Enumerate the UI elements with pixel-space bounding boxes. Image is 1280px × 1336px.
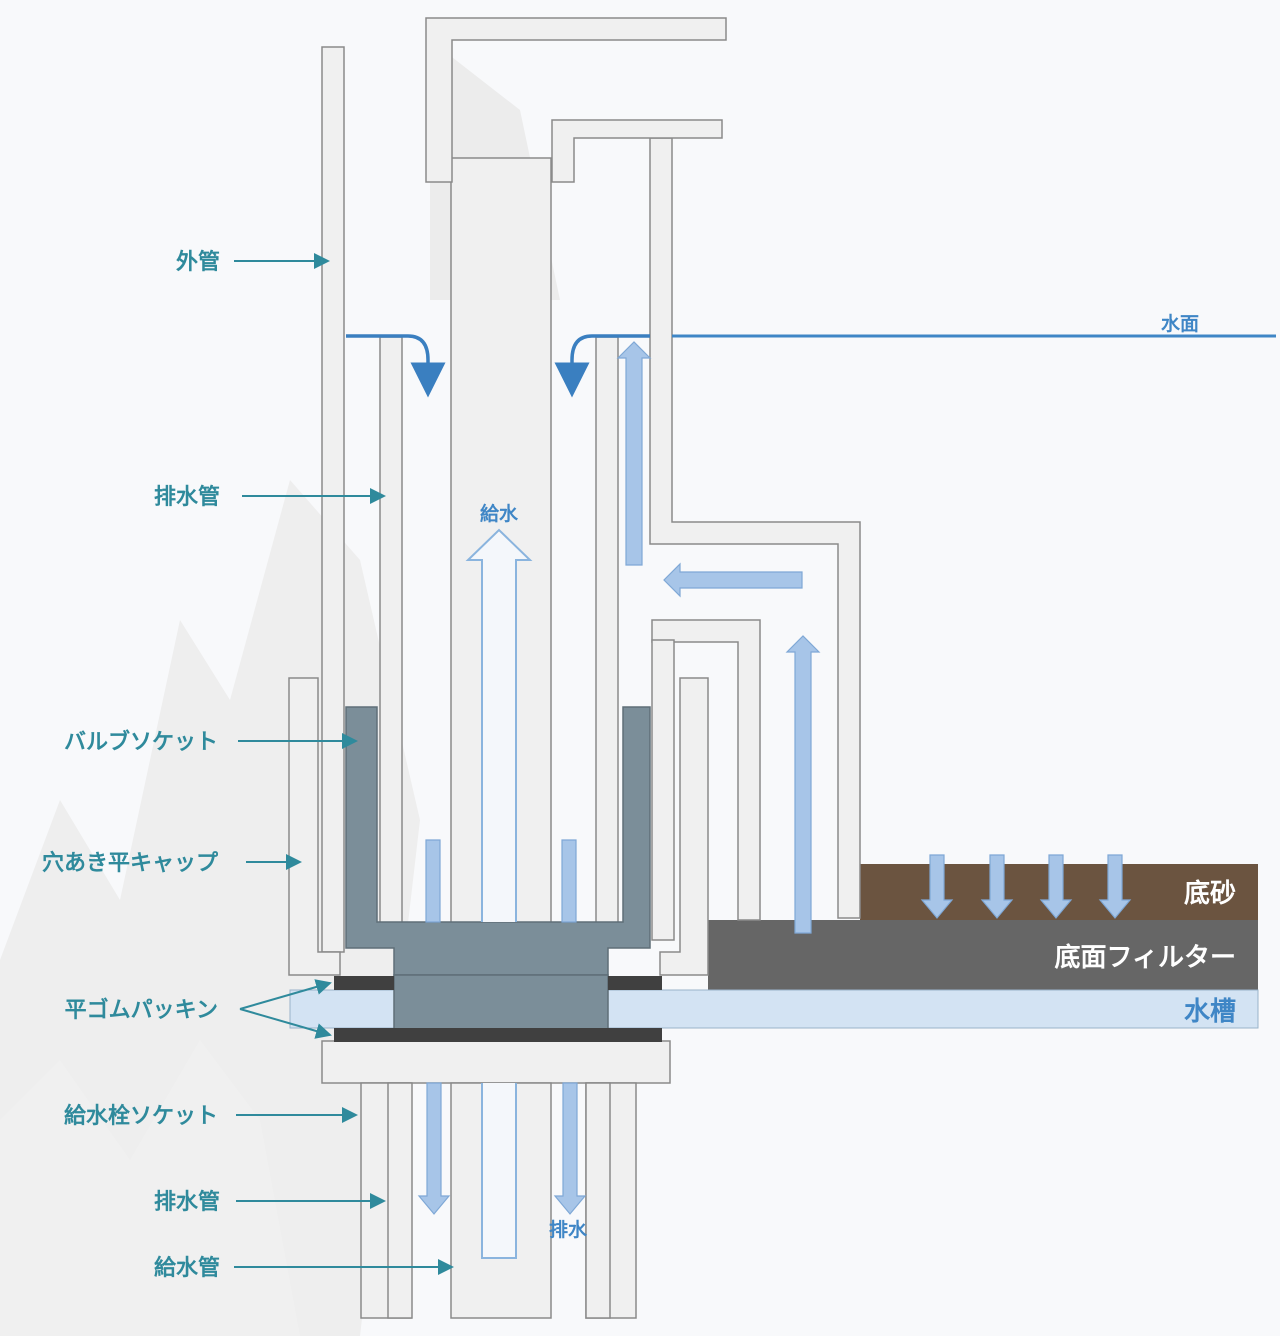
overflow-arrow-right xyxy=(554,334,650,398)
label-supply: 給水 xyxy=(480,502,519,525)
label-bottom-filter: 底面フィルター xyxy=(1055,942,1236,973)
rubber-packing xyxy=(334,976,662,1042)
lower-drain-pipe-left xyxy=(387,1082,413,1319)
label-drain: 排水 xyxy=(549,1218,588,1241)
supply-up-arrow-lower xyxy=(481,1083,517,1259)
packing-pointer-bottom xyxy=(239,1008,332,1039)
up-flow-arrow-outer xyxy=(616,341,652,566)
label-supply-pipe: 給水管 xyxy=(154,1255,220,1281)
supply-socket-flange xyxy=(321,1040,671,1084)
gravel-down-arrow-1 xyxy=(920,854,954,919)
label-perforated-cap: 穴あき平キャップ xyxy=(42,850,219,876)
outer-pipe xyxy=(321,46,861,953)
label-supply-socket: 給水栓ソケット xyxy=(64,1103,218,1129)
gravel-down-arrow-2 xyxy=(980,854,1014,919)
label-rubber-packing: 平ゴムパッキン xyxy=(65,997,218,1023)
perforated-cap xyxy=(288,677,709,976)
down-drain-arrow-left xyxy=(417,1082,451,1215)
label-drain-pipe-lower: 排水管 xyxy=(154,1189,220,1215)
vertical-flow-bar-right xyxy=(561,839,577,923)
valve-socket xyxy=(345,706,651,1030)
gravel-down-arrow-3 xyxy=(1039,854,1073,919)
label-outer-pipe: 外管 xyxy=(176,249,220,275)
label-tank: 水槽 xyxy=(1184,997,1236,1027)
label-gravel: 底砂 xyxy=(1184,878,1236,909)
lower-pipes xyxy=(321,1040,671,1319)
packing-pointer-top xyxy=(239,979,332,1010)
supply-up-arrow xyxy=(465,528,533,922)
label-drain-pipe-upper: 排水管 xyxy=(154,484,220,510)
side-return-pipe xyxy=(651,619,761,941)
lower-drain-pipe-right xyxy=(585,1082,611,1319)
gravel-down-arrow-4 xyxy=(1098,854,1132,919)
vertical-flow-bar-left xyxy=(425,839,441,923)
label-water-surface: 水面 xyxy=(1161,313,1199,335)
left-flow-arrow xyxy=(663,562,803,598)
label-valve-socket: バルブソケット xyxy=(64,729,218,755)
down-drain-arrow-right xyxy=(553,1082,587,1215)
up-flow-arrow-filter xyxy=(785,635,821,934)
overflow-arrow-left xyxy=(346,334,446,398)
